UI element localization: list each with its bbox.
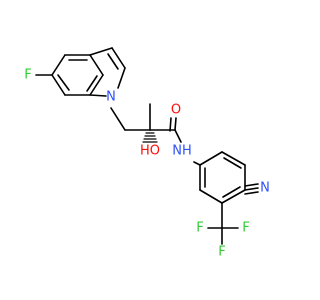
bond bbox=[107, 53, 119, 70]
nitrile-nitrogen-label: N bbox=[260, 181, 270, 196]
bond bbox=[174, 117, 177, 131]
bond bbox=[199, 189, 223, 204]
carbonyl-oxygen-label: O bbox=[171, 103, 181, 118]
trifluoromethyl-fluorine-bottom: F bbox=[218, 245, 225, 260]
indole-nitrogen-label: N bbox=[106, 90, 116, 105]
bond bbox=[86, 75, 98, 92]
bond bbox=[111, 47, 126, 69]
molecule-structure: F N O HO NH N F F F bbox=[0, 0, 300, 300]
bond bbox=[221, 189, 246, 204]
bond bbox=[244, 187, 259, 191]
bond bbox=[51, 74, 66, 96]
bond bbox=[57, 74, 70, 91]
bond bbox=[110, 107, 126, 131]
bond bbox=[244, 191, 259, 195]
stereo-hashed-wedge bbox=[142, 132, 158, 143]
bonds bbox=[35, 47, 259, 245]
bond bbox=[223, 157, 242, 169]
bond bbox=[169, 117, 172, 132]
bond bbox=[117, 67, 126, 89]
bond bbox=[199, 151, 223, 166]
amide-nh-label: NH bbox=[172, 144, 192, 159]
bond bbox=[89, 47, 113, 56]
bond bbox=[174, 129, 182, 143]
bond bbox=[89, 54, 104, 76]
bond bbox=[89, 74, 104, 96]
atom-labels: F N O HO NH N F F F bbox=[24, 68, 270, 260]
bond bbox=[193, 161, 201, 166]
bond bbox=[89, 94, 107, 97]
bond bbox=[221, 151, 246, 166]
trifluoromethyl-fluorine-right: F bbox=[242, 221, 249, 236]
canvas-background bbox=[0, 0, 300, 300]
fluorine-label: F bbox=[24, 68, 31, 83]
hydroxyl-label: HO bbox=[140, 144, 160, 159]
bond bbox=[222, 186, 241, 198]
trifluoromethyl-fluorine-left: F bbox=[196, 221, 203, 236]
bond bbox=[51, 54, 66, 76]
bond bbox=[244, 183, 259, 187]
